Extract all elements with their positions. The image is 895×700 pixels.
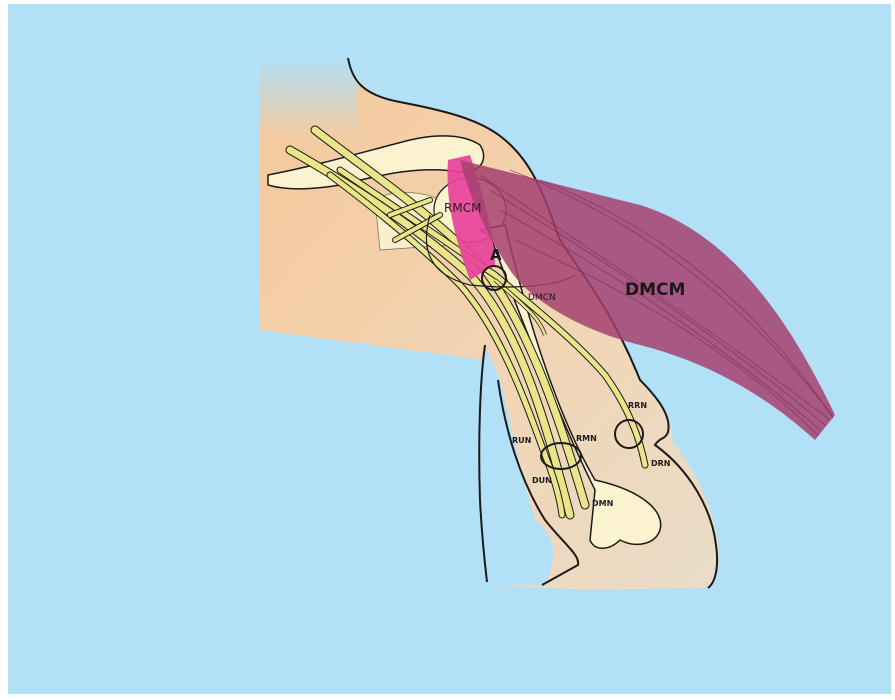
bottom-fade xyxy=(258,470,488,585)
label-dmcm: DMCM xyxy=(625,280,685,300)
label-a: A xyxy=(490,246,502,264)
label-drn: DRN xyxy=(651,459,671,468)
label-rmcm: RMCM xyxy=(444,201,481,215)
label-dmn: DMN xyxy=(592,499,613,508)
label-run: RUN xyxy=(512,436,531,445)
label-dmcn: DMCN xyxy=(528,293,556,303)
label-rrn: RRN xyxy=(628,401,647,410)
top-fade xyxy=(258,58,358,138)
label-dun: DUN xyxy=(532,476,552,485)
label-rmn: RMN xyxy=(576,434,597,443)
